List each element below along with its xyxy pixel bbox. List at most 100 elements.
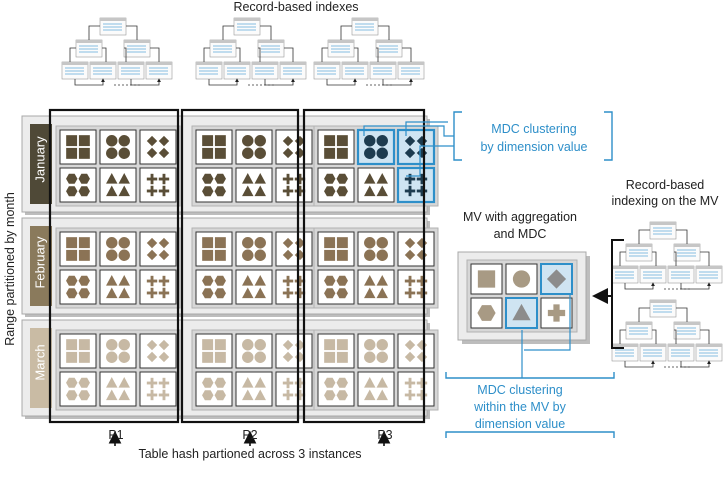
- diamonds-cluster: [146, 237, 170, 261]
- data-cell: [195, 167, 233, 203]
- crosses-cluster: [282, 173, 306, 197]
- data-cell: [317, 269, 355, 305]
- data-cell: [275, 371, 313, 407]
- mdc-leader-line: [363, 125, 454, 137]
- mv-square-icon: [477, 270, 496, 288]
- mv-cross-icon: [547, 304, 566, 322]
- crosses-cluster: [404, 377, 428, 401]
- triangles-cluster: [106, 377, 130, 401]
- data-cell: [275, 333, 313, 369]
- squares-cluster: [202, 135, 226, 159]
- partition-label-p3: P3: [377, 428, 393, 442]
- hexagons-cluster: [66, 377, 90, 401]
- triangles-cluster: [242, 275, 266, 299]
- data-cell: [275, 129, 313, 165]
- mdc-label-line1: MDC clustering: [491, 122, 577, 136]
- data-cell: [317, 167, 355, 203]
- data-cell: [235, 231, 273, 267]
- mv-diamond-icon: [546, 269, 567, 289]
- circles-cluster: [364, 237, 388, 261]
- mv-title-line2: and MDC: [493, 227, 547, 241]
- crosses-cluster: [146, 173, 170, 197]
- mv-mdc-line3: dimension value: [474, 417, 566, 431]
- mv-cell: [505, 263, 538, 295]
- data-cell: [357, 269, 395, 305]
- diamonds-cluster: [146, 135, 170, 159]
- circles-cluster: [106, 339, 130, 363]
- mv-mdc-line1: MDC clustering: [477, 383, 563, 397]
- month-label-january: January: [32, 136, 48, 183]
- data-cell: [397, 333, 435, 369]
- partition-outline-p2: [180, 108, 300, 424]
- data-cell: [195, 129, 233, 165]
- data-cell: [397, 371, 435, 407]
- crosses-cluster: [146, 275, 170, 299]
- data-cell: [195, 231, 233, 267]
- squares-cluster: [66, 237, 90, 261]
- indexes-title: Record-based indexes: [233, 0, 359, 14]
- partition-outline-p1: [48, 108, 180, 424]
- partition-outline-p3: [302, 108, 426, 424]
- data-cell: [397, 231, 435, 267]
- index-tree-mv-upper: [611, 221, 723, 290]
- index-tree-p3: [313, 17, 425, 86]
- data-cell: [397, 269, 435, 305]
- data-cell: [275, 167, 313, 203]
- data-cell: [235, 371, 273, 407]
- squares-cluster: [324, 237, 348, 261]
- data-cell: [357, 167, 395, 203]
- mdc-bracket: [363, 111, 613, 177]
- data-cell: [99, 371, 137, 407]
- data-cell: [59, 269, 97, 305]
- circles-cluster: [242, 339, 266, 363]
- month-tab: [30, 328, 52, 408]
- partition-label-p2: P2: [242, 428, 258, 442]
- month-panel-january: [21, 115, 439, 215]
- data-cell: [139, 231, 177, 267]
- month-label-march: March: [32, 344, 48, 381]
- data-cell: [139, 333, 177, 369]
- data-cell: [235, 269, 273, 305]
- month-label-february: February: [32, 236, 48, 289]
- squares-cluster: [66, 339, 90, 363]
- hexagons-cluster: [324, 173, 348, 197]
- index-tree-p1: [61, 17, 173, 86]
- crosses-cluster: [146, 377, 170, 401]
- mdc-label-line2: by dimension value: [480, 140, 588, 154]
- month-panel-february: [21, 217, 439, 317]
- hexagons-cluster: [66, 173, 90, 197]
- triangles-cluster: [364, 275, 388, 299]
- circles-cluster: [364, 339, 388, 363]
- mv-circle-icon: [512, 270, 531, 288]
- data-cell: [139, 269, 177, 305]
- mv-title-line1: MV with aggregation: [463, 210, 577, 224]
- data-cell: [357, 333, 395, 369]
- month-tab: [30, 124, 52, 204]
- data-cell: [99, 231, 137, 267]
- index-tree-mv-lower: [611, 299, 723, 368]
- month-tab: [30, 226, 52, 306]
- circles-cluster: [242, 135, 266, 159]
- data-cell: [317, 371, 355, 407]
- x-axis-label: Table hash partioned across 3 instances: [138, 447, 362, 461]
- mv-panel: [457, 251, 590, 344]
- diamonds-cluster: [146, 339, 170, 363]
- data-cell: [99, 269, 137, 305]
- data-cell: [357, 231, 395, 267]
- triangles-cluster: [242, 377, 266, 401]
- data-cell: [99, 129, 137, 165]
- circles-cluster: [106, 135, 130, 159]
- data-cell: [139, 129, 177, 165]
- mv-hexagon-icon: [477, 305, 496, 321]
- data-cell: [195, 371, 233, 407]
- squares-cluster: [324, 339, 348, 363]
- hexagons-cluster: [202, 275, 226, 299]
- hexagons-cluster: [66, 275, 90, 299]
- data-cell: [235, 129, 273, 165]
- mv-index-line1: Record-based: [625, 178, 705, 192]
- data-cell: [195, 333, 233, 369]
- triangles-cluster: [242, 173, 266, 197]
- index-tree-p2: [195, 17, 307, 86]
- data-cell: [357, 371, 395, 407]
